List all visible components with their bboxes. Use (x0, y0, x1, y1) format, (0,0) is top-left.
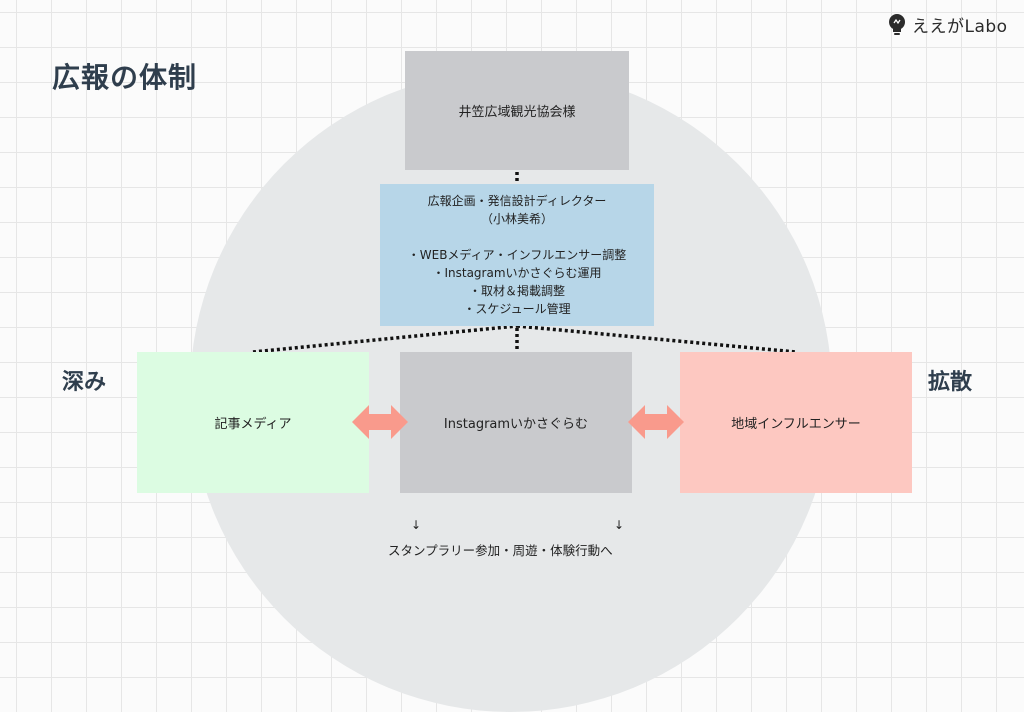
side-label-depth: 深み (62, 370, 107, 395)
director-name: （小林美希） (480, 212, 553, 226)
node-right-label: 地域インフルエンサー (731, 417, 861, 432)
logo: ええがLabo (888, 12, 1008, 37)
outcome-text: スタンプラリー参加・周遊・体験行動へ (388, 543, 613, 558)
director-duty: ・WEBメディア・インフルエンサー調整 (407, 248, 627, 262)
node-instagram: Instagramいかさぐらむ (400, 352, 632, 493)
director-duty: ・Instagramいかさぐらむ運用 (432, 266, 602, 280)
double-arrow-icon (628, 405, 684, 439)
node-director: 広報企画・発信設計ディレクター （小林美希） ・WEBメディア・インフルエンサー… (380, 184, 654, 326)
node-top-organization: 井笠広域観光協会様 (405, 51, 629, 170)
node-top-label: 井笠広域観光協会様 (458, 105, 576, 120)
side-label-spread: 拡散 (928, 370, 973, 395)
connector-right (516, 324, 797, 354)
down-arrow-icon: ↓ (411, 518, 422, 532)
node-article-media: 記事メディア (137, 352, 369, 493)
down-arrow-icon: ↓ (614, 518, 625, 532)
connector-left (252, 324, 518, 354)
page-title: 広報の体制 (52, 61, 198, 94)
node-left-label: 記事メディア (214, 417, 292, 432)
connector-lines (252, 172, 797, 354)
director-title: 広報企画・発信設計ディレクター (427, 194, 607, 208)
double-arrow-icon (352, 405, 408, 439)
director-duty: ・スケジュール管理 (463, 302, 571, 316)
director-duty: ・取材＆掲載調整 (468, 284, 565, 298)
lightbulb-icon (889, 13, 905, 35)
node-local-influencer: 地域インフルエンサー (680, 352, 912, 493)
node-center-label: Instagramいかさぐらむ (443, 417, 589, 432)
logo-text: ええがLabo (912, 17, 1008, 37)
